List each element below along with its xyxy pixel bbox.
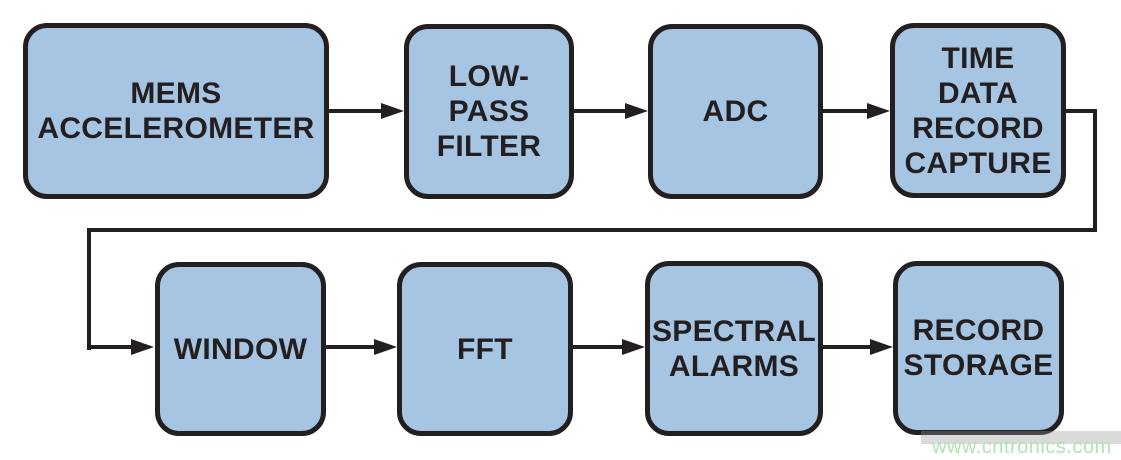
node-mems-accelerometer: MEMS ACCELEROMETER [23,23,329,199]
connector-middle-horizontal-segment [87,228,1097,232]
arrow-line-lowpass-to-adc [573,109,627,113]
node-time-data-record-capture: TIME DATA RECORD CAPTURE [890,23,1066,198]
arrowhead-icon-mems-to-lowpass [381,103,404,119]
watermark-text: www.cntronics.com [932,436,1112,458]
connector-right-vertical-segment [1093,109,1097,232]
arrowhead-icon-lowpass-to-adc [625,103,648,119]
connector-left-vertical-segment [87,228,91,350]
connector-timecapture-exit-segment [1065,109,1097,113]
arrowhead-icon-adc-to-timecapture [867,103,890,119]
arrow-line-mems-to-lowpass [327,109,385,113]
watermark-band [921,431,1121,444]
arrowhead-icon-fft-to-spectral [622,339,645,355]
node-record-storage: RECORD STORAGE [893,261,1064,435]
node-low-pass-filter: LOW- PASS FILTER [404,24,574,199]
node-spectral-alarms: SPECTRAL ALARMS [645,261,823,436]
arrowhead-icon-window-to-fft [374,339,397,355]
arrowhead-icon-into-window [131,339,154,355]
node-adc: ADC [648,24,823,199]
arrow-line-fft-to-spectral [573,345,624,349]
arrowhead-icon-spectral-to-record [870,339,893,355]
node-window: WINDOW [155,262,326,436]
arrow-line-window-to-fft [326,345,376,349]
arrow-line-adc-to-timecapture [822,109,869,113]
arrow-line-spectral-to-record [823,345,872,349]
arrow-line-into-window [87,345,134,349]
node-fft: FFT [397,262,573,436]
